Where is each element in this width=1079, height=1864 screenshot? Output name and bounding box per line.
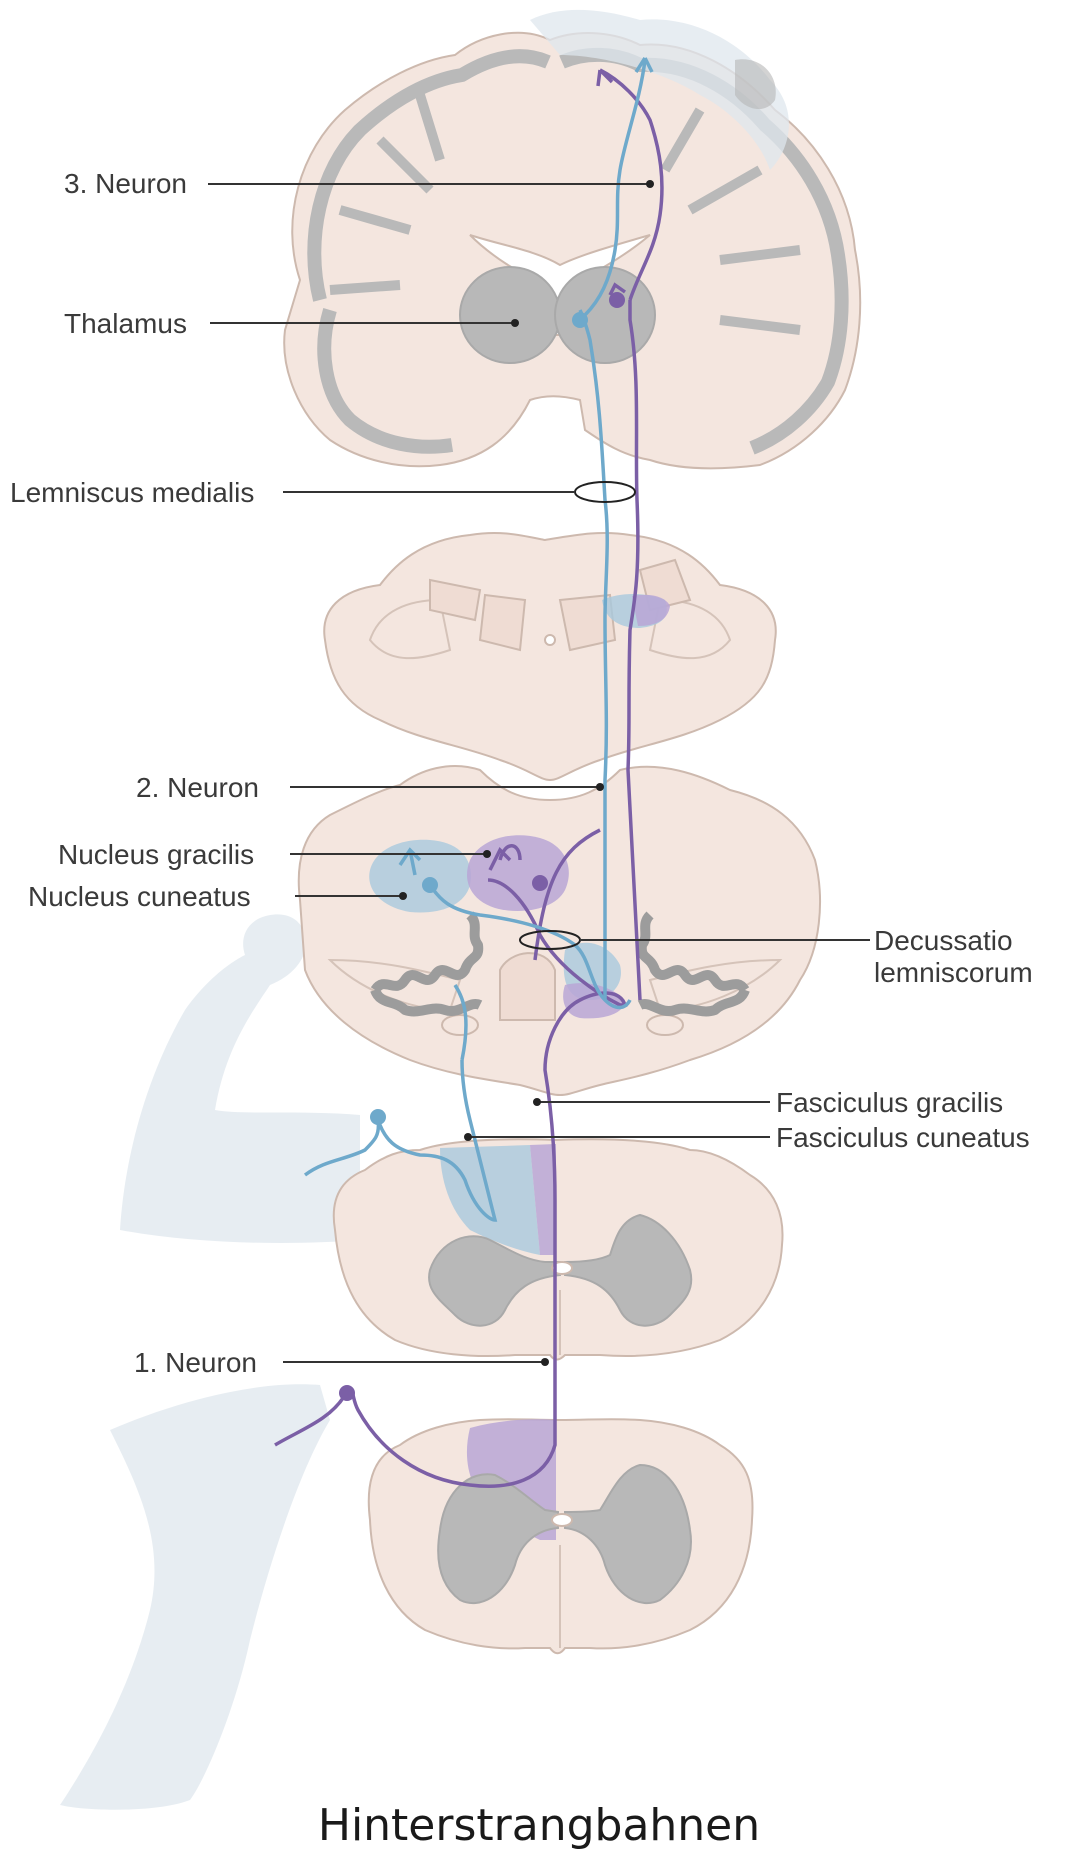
leader-lines [208,180,870,1366]
arm-silhouette [120,914,360,1243]
thalamus-right [554,266,656,364]
label-fasciculus-gracilis: Fasciculus gracilis [776,1087,1003,1118]
nucleus-cuneatus-area [369,839,471,913]
label-nucleus-gracilis: Nucleus gracilis [58,839,254,870]
label-neuron2: 2. Neuron [136,772,259,803]
label-neuron1: 1. Neuron [134,1347,257,1378]
nucleus-gracilis-area [467,835,569,911]
label-nucleus-cuneatus: Nucleus cuneatus [28,881,251,912]
thalamus-left [459,266,561,364]
label-lemniscorum: lemniscorum [874,957,1033,988]
label-fasciculus-cuneatus: Fasciculus cuneatus [776,1122,1030,1153]
purple-pathway [274,68,664,1488]
label-neuron3: 3. Neuron [64,168,187,199]
cortex-ghost [530,9,789,171]
label-lemniscus-medialis: Lemniscus medialis [10,477,254,508]
label-decussatio: Decussatio [874,925,1013,956]
midbrain-section [323,531,777,782]
lumbar-spinal-cord-section [367,1418,754,1655]
cervical-spinal-cord-section [332,1138,784,1361]
label-thalamus: Thalamus [64,308,187,339]
cerebrum-section [283,31,862,470]
inferior-olive-right [636,911,750,1017]
cervical-fasciculus-gracilis [530,1144,556,1255]
leg-silhouette [60,1384,330,1810]
diagram-title: Hinterstrangbahnen [318,1800,760,1851]
